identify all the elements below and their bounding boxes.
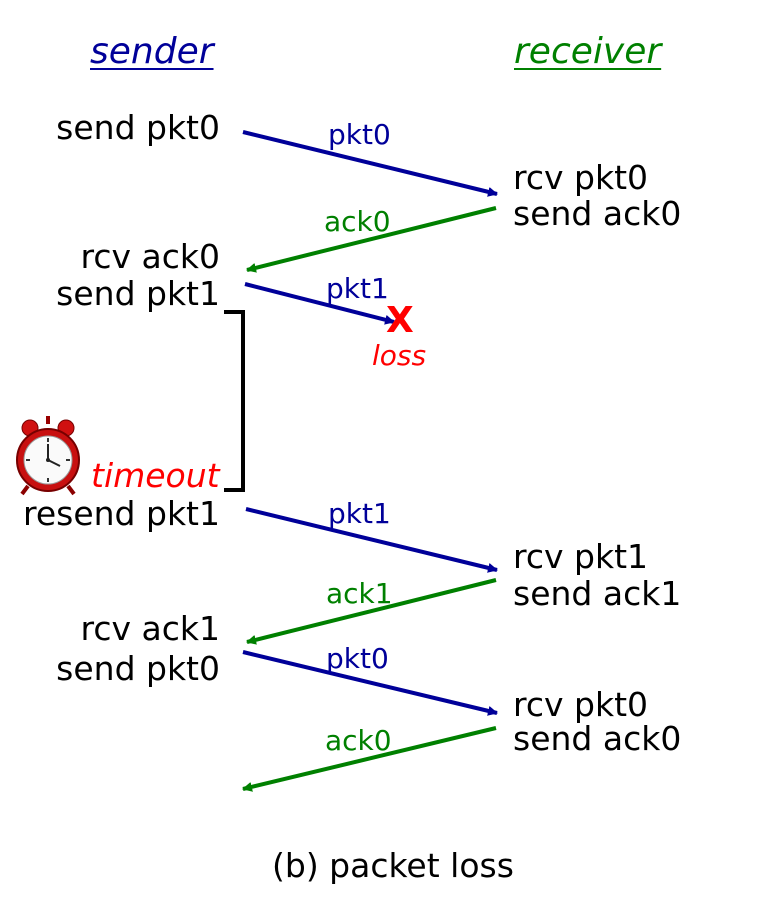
sender-header: sender [90, 31, 214, 72]
arrow-pkt0-1 [242, 130, 498, 197]
msg-label-ack0: ack0 [324, 205, 391, 238]
loss-label: loss [372, 339, 427, 372]
arrow-pkt1-lost [244, 282, 395, 325]
receiver-event-rcv-pkt1: rcv pkt1 [513, 537, 648, 576]
sender-event-send-pkt0: send pkt0 [56, 108, 220, 147]
arrow-ack0-1 [246, 206, 497, 273]
msg-label-ack0-2: ack0 [325, 724, 392, 757]
msg-label-ack1: ack1 [326, 577, 393, 610]
receiver-event-send-ack1: send ack1 [513, 574, 682, 613]
receiver-event-rcv-pkt0: rcv pkt0 [513, 158, 648, 197]
timeout-label: timeout [91, 456, 220, 495]
sender-event-send-pkt0-2: send pkt0 [56, 649, 220, 688]
alarm-clock-icon [16, 416, 80, 496]
diagram-caption: (b) packet loss [272, 846, 514, 885]
arrow-ack0-2 [242, 726, 497, 792]
arrow-pkt0-2 [242, 650, 498, 716]
sender-event-resend-pkt1: resend pkt1 [23, 494, 220, 533]
receiver-header: receiver [514, 31, 662, 72]
msg-label-pkt1-resend: pkt1 [328, 497, 391, 530]
msg-label-pkt0-2: pkt0 [326, 642, 389, 675]
receiver-event-send-ack0-2: send ack0 [513, 719, 682, 758]
arrow-ack1 [246, 578, 497, 645]
arrow-pkt1-resend [245, 507, 498, 573]
timeout-bracket [224, 310, 245, 492]
sender-event-send-pkt1: send pkt1 [56, 274, 220, 313]
msg-label-pkt1: pkt1 [326, 272, 389, 305]
sender-event-rcv-ack1: rcv ack1 [80, 609, 220, 648]
msg-label-pkt0: pkt0 [328, 118, 391, 151]
sender-event-rcv-ack0: rcv ack0 [80, 237, 220, 276]
receiver-event-rcv-pkt0-2: rcv pkt0 [513, 685, 648, 724]
loss-x-icon: X [386, 300, 414, 341]
receiver-event-send-ack0: send ack0 [513, 194, 682, 233]
